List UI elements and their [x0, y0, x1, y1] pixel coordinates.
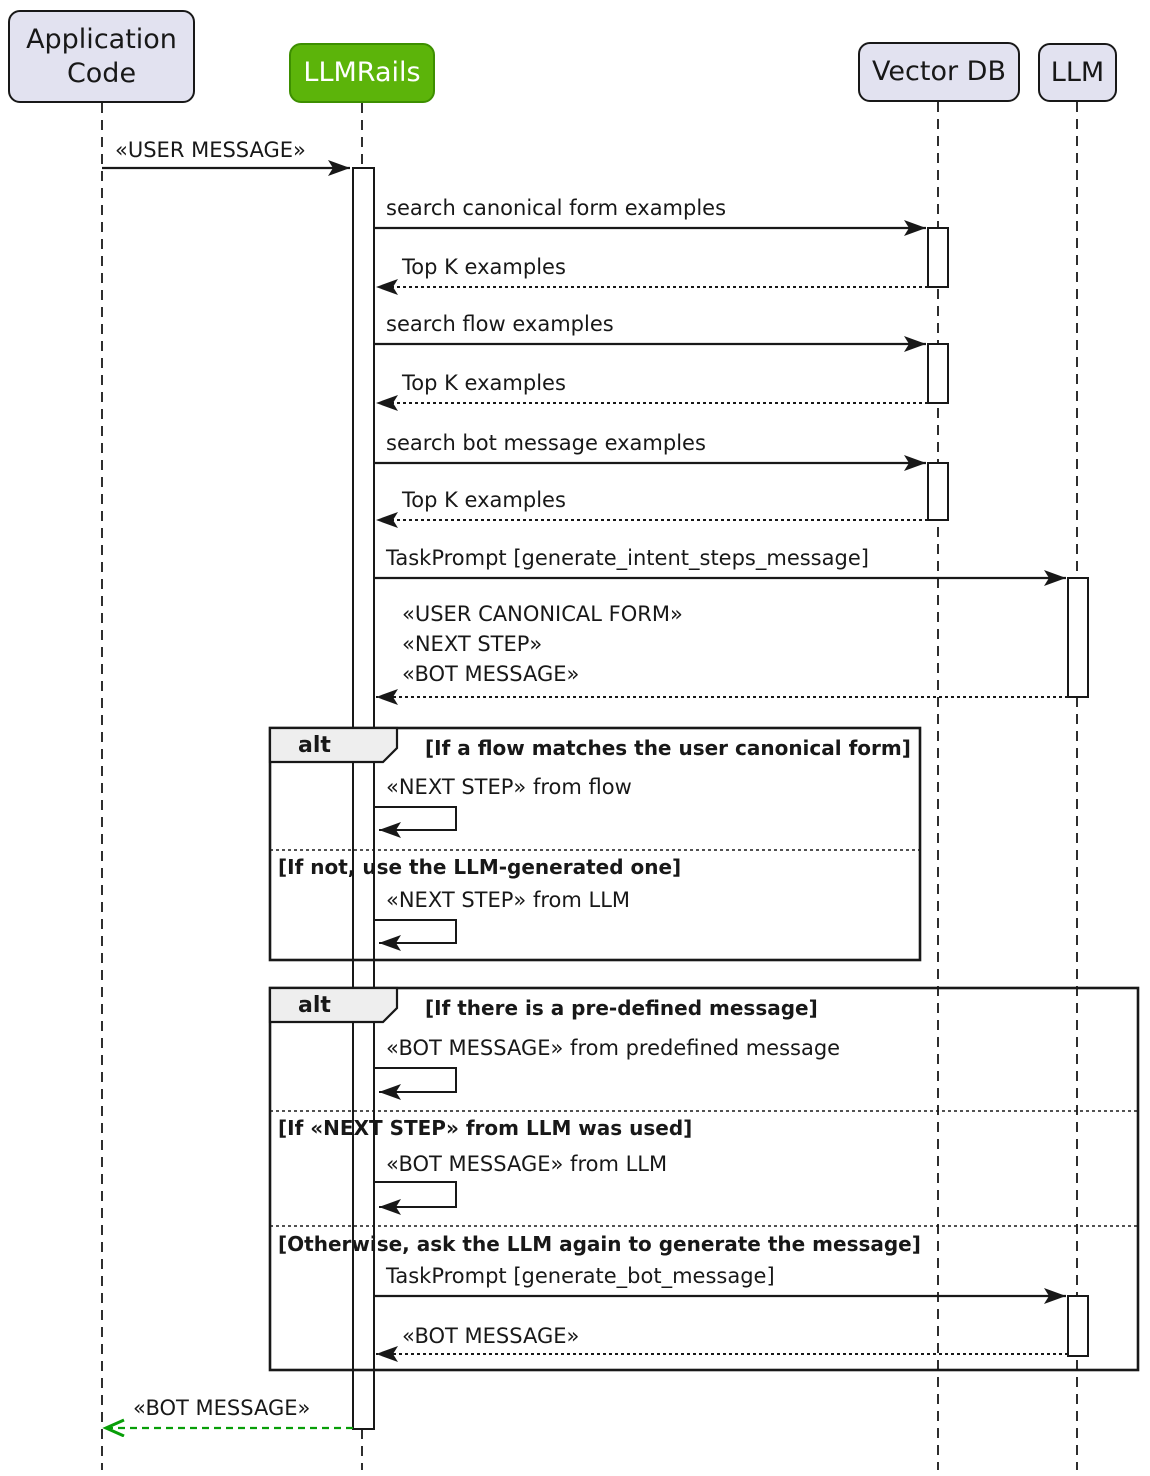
activation-llm-1 — [1067, 577, 1089, 698]
activation-llmrails — [352, 167, 375, 1430]
alt-flow-condition-1: [If a flow matches the user canonical fo… — [425, 736, 911, 760]
msg-bot-predefined: «BOT MESSAGE» from predefined message — [386, 1036, 841, 1060]
msg-next-step-llm: «NEXT STEP» from LLM — [386, 888, 631, 912]
msg-bot-from-llm: «BOT MESSAGE» from LLM — [386, 1152, 668, 1176]
msg-search-canonical: search canonical form examples — [386, 196, 727, 220]
request-arrows — [102, 160, 1066, 1304]
activation-vectordb-2 — [927, 343, 949, 404]
msg-top-k-1: Top K examples — [402, 255, 566, 279]
alt-message-condition-1: [If there is a pre-defined message] — [425, 996, 818, 1020]
self-arrows — [374, 806, 457, 1215]
arrow-bot-predefined — [374, 1067, 457, 1100]
arrow-next-step-flow — [374, 806, 457, 838]
alt-flow-operator-label: alt — [298, 733, 331, 758]
msg-final-bot-message: «BOT MESSAGE» — [133, 1396, 311, 1420]
arrow-bot-from-llm — [374, 1181, 457, 1215]
alt-flow-operator-tab — [268, 726, 399, 764]
activation-vectordb-1 — [927, 227, 949, 288]
msg-intent-return-line-1: «USER CANONICAL FORM» — [402, 602, 683, 626]
msg-search-flow: search flow examples — [386, 312, 614, 336]
msg-intent-return-line-2: «NEXT STEP» — [402, 632, 543, 656]
msg-search-bot: search bot message examples — [386, 431, 706, 455]
frame-alt-flow — [268, 726, 922, 962]
activation-bars — [352, 167, 1089, 1430]
msg-taskprompt-intent: TaskPrompt [generate_intent_steps_messag… — [386, 546, 869, 570]
msg-taskprompt-bot: TaskPrompt [generate_bot_message] — [386, 1264, 775, 1288]
participant-app-code: Application Code — [8, 10, 195, 103]
msg-bot-return: «BOT MESSAGE» — [402, 1324, 580, 1348]
alt-message-condition-2: [If «NEXT STEP» from LLM was used] — [278, 1116, 693, 1140]
frame-alt-message — [268, 986, 1140, 1372]
alt-message-operator-tab — [268, 986, 399, 1024]
participant-llmrails: LLMRails — [289, 43, 435, 103]
msg-top-k-3: Top K examples — [402, 488, 566, 512]
alt-message-condition-3: [Otherwise, ask the LLM again to generat… — [278, 1232, 921, 1256]
alt-message-operator-label: alt — [298, 993, 331, 1018]
activation-llm-2 — [1067, 1295, 1089, 1357]
msg-user-message: «USER MESSAGE» — [115, 138, 306, 162]
participant-vector-db: Vector DB — [858, 42, 1020, 102]
alt-message-border — [268, 986, 1140, 1372]
activation-vectordb-3 — [927, 462, 949, 521]
participant-llm: LLM — [1038, 43, 1117, 102]
msg-next-step-flow: «NEXT STEP» from flow — [386, 775, 632, 799]
return-arrows — [376, 279, 1068, 1362]
alt-flow-border — [268, 726, 922, 962]
msg-top-k-2: Top K examples — [402, 371, 566, 395]
arrow-next-step-llm — [374, 919, 457, 951]
msg-intent-return-line-3: «BOT MESSAGE» — [402, 662, 580, 686]
alt-flow-condition-2: [If not, use the LLM-generated one] — [278, 855, 682, 879]
